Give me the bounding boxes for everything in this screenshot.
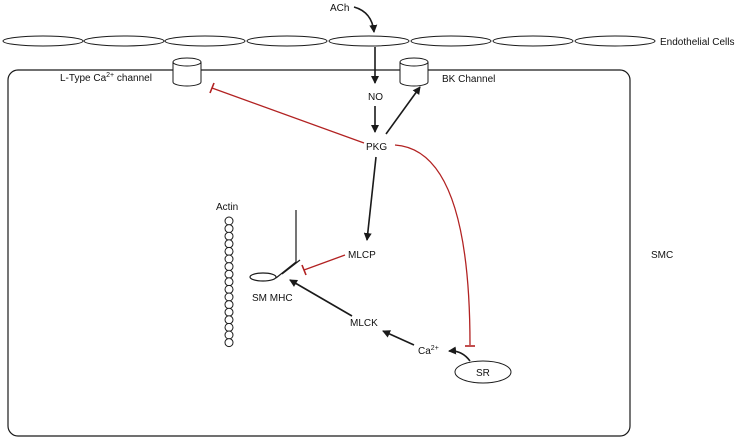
sm-mhc-label: SM MHC bbox=[252, 293, 293, 304]
pkg-inhibits-l-type bbox=[211, 87, 365, 144]
cylinder-channel-icon bbox=[399, 57, 429, 87]
pkg-to-mlcp-arrow bbox=[363, 156, 377, 241]
ach-label: ACh bbox=[330, 3, 349, 14]
actin-bead bbox=[224, 246, 234, 256]
mlck-label: MLCK bbox=[350, 318, 378, 329]
pkg-to-bk-arrow bbox=[385, 86, 421, 135]
endothelial-cell bbox=[328, 35, 410, 47]
smc-cell-boundary bbox=[7, 69, 631, 437]
pkg-label: PKG bbox=[366, 142, 387, 153]
actin-bead bbox=[224, 315, 234, 325]
actin-bead bbox=[224, 300, 234, 310]
endothelial-cell bbox=[574, 35, 656, 47]
inhibition-bar bbox=[209, 82, 215, 94]
actin-bead bbox=[224, 254, 234, 264]
actin-bead bbox=[224, 262, 234, 272]
actin-bead bbox=[224, 330, 234, 340]
sr-to-ca-arrow bbox=[448, 346, 471, 362]
sr-organelle bbox=[454, 360, 512, 384]
sr-label: SR bbox=[476, 368, 490, 379]
no-label: NO bbox=[368, 92, 383, 103]
actin-bead bbox=[224, 269, 234, 279]
inhibition-bar bbox=[301, 264, 307, 276]
endothelial-cell bbox=[246, 35, 328, 47]
endothelial-cell bbox=[164, 35, 246, 47]
ca-to-mlck-arrow bbox=[382, 330, 415, 346]
ca-label: Ca2+ bbox=[418, 345, 439, 357]
actin-label: Actin bbox=[216, 202, 238, 213]
pkg-inhibits-sr bbox=[394, 144, 471, 346]
actin-bead bbox=[224, 277, 234, 287]
myosin-icon bbox=[249, 210, 301, 282]
mlck-to-sm-mhc-arrow bbox=[289, 279, 353, 317]
actin-bead bbox=[224, 307, 234, 317]
endothelial-cell bbox=[410, 35, 492, 47]
endothelial-cell bbox=[2, 35, 84, 47]
mlcp-inhibits-sm-mhc bbox=[303, 254, 346, 271]
actin-bead bbox=[224, 216, 234, 226]
bead-chain-icon bbox=[224, 216, 234, 348]
ach-arrow bbox=[353, 6, 378, 33]
endothelial-cell bbox=[492, 35, 574, 47]
actin-bead bbox=[224, 322, 234, 332]
actin-bead bbox=[224, 224, 234, 234]
actin-bead bbox=[224, 239, 234, 249]
smc-label: SMC bbox=[651, 250, 673, 261]
endothelial-cell bbox=[83, 35, 165, 47]
endothelial-cells-row bbox=[2, 35, 656, 47]
mlcp-label: MLCP bbox=[348, 250, 376, 261]
actin-bead bbox=[224, 231, 234, 241]
bk-channel-label: BK Channel bbox=[442, 74, 495, 85]
l-type-channel-label: L-Type Ca2+ channel bbox=[60, 72, 152, 84]
actin-bead bbox=[224, 284, 234, 294]
actin-bead bbox=[224, 292, 234, 302]
cylinder-channel-icon bbox=[172, 57, 202, 87]
endothelial-cells-label: Endothelial Cells bbox=[660, 37, 735, 48]
actin-bead bbox=[224, 338, 234, 348]
